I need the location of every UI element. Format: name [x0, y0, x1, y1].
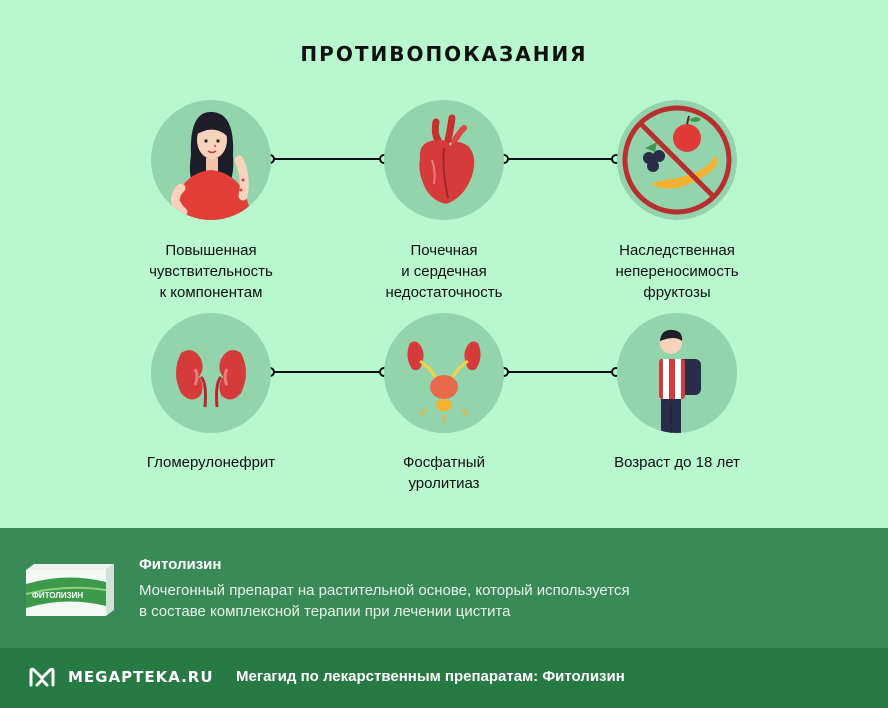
svg-text:ФИТОЛИЗИН: ФИТОЛИЗИН — [32, 591, 83, 600]
product-box-image: ФИТОЛИЗИН — [25, 560, 114, 616]
contraindication-label: Гломерулонефрит — [146, 454, 276, 471]
contraindication-label: Почечная и сердечная недостаточность — [385, 242, 503, 301]
brand-name[interactable]: MEGAPTEKA.RU — [68, 668, 214, 686]
urinary-system-icon — [384, 313, 504, 433]
contraindications-section: ПРОТИВОПОКАЗАНИЯ — [146, 42, 740, 492]
contraindication-label: Фосфатный уролитиаз — [403, 454, 485, 492]
contraindication-label: Повышенная чувствительность к компонента… — [149, 242, 273, 301]
product-info-band: ФИТОЛИЗИН Фитолизин Мочегонный препарат … — [0, 528, 888, 648]
heart-icon — [384, 100, 504, 220]
product-name: Фитолизин — [139, 556, 222, 573]
contraindication-label: Возраст до 18 лет — [614, 454, 740, 471]
schoolboy-icon — [617, 313, 737, 433]
connector-line — [270, 371, 384, 373]
product-description: Мочегонный препарат на растительной осно… — [139, 582, 630, 620]
kidneys-icon — [151, 313, 271, 433]
connector-line — [270, 158, 384, 160]
footer-band: MEGAPTEKA.RU Мегагид по лекарственным пр… — [0, 648, 888, 708]
contraindication-label: Наследственная непереносимость фруктозы — [615, 242, 739, 301]
woman-allergy-icon — [151, 100, 271, 220]
connector-line — [504, 158, 616, 160]
no-fruit-icon — [617, 100, 737, 220]
page-title: ПРОТИВОПОКАЗАНИЯ — [300, 42, 588, 66]
connector-line — [504, 371, 616, 373]
megapteka-logo-icon — [28, 665, 56, 689]
footer-tagline: Мегагид по лекарственным препаратам: Фит… — [236, 668, 625, 685]
